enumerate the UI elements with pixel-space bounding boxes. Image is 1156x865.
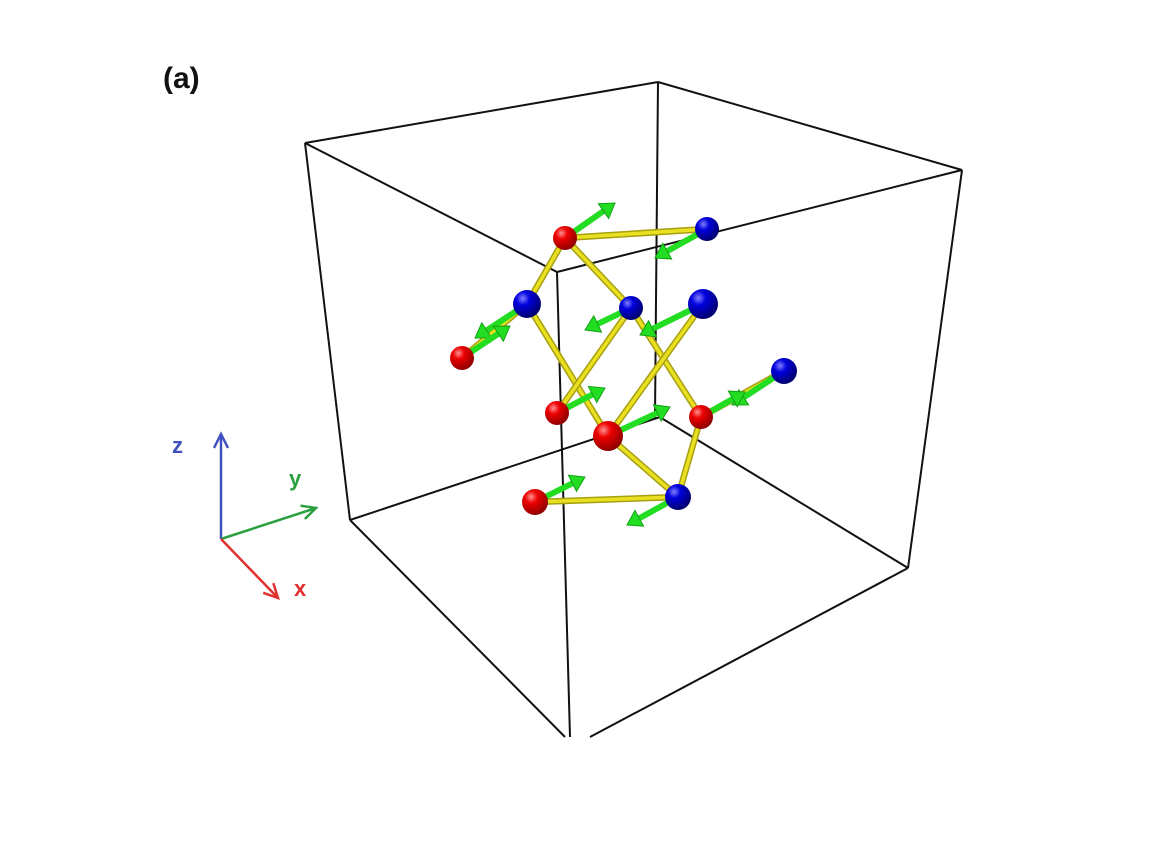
bond-highlight — [525, 302, 610, 438]
atom-red — [689, 405, 713, 429]
cell-edge — [304, 142, 558, 273]
atom-red — [593, 421, 623, 451]
atom-red — [522, 489, 548, 515]
atoms — [450, 217, 797, 515]
bond-highlight — [555, 306, 633, 415]
spin-arrows — [460, 202, 786, 527]
atom-blue — [695, 217, 719, 241]
spin-arrow-head — [639, 319, 658, 338]
spin-arrow-head — [567, 474, 586, 493]
spin-arrow-head — [654, 242, 673, 260]
bond-highlight — [676, 415, 703, 499]
bond-highlight — [563, 236, 633, 310]
spin-arrow-head — [584, 314, 603, 333]
spin-arrow-head — [492, 325, 511, 343]
spin-arrow-head — [626, 509, 645, 527]
cell-edge — [654, 299, 657, 419]
bond-highlight — [606, 302, 705, 438]
cell-edge — [907, 169, 963, 569]
axis-label-y: y — [289, 466, 302, 491]
axis-y-arrow-head — [300, 504, 319, 520]
cell-edge — [662, 418, 909, 569]
axis-triad: z y x — [172, 431, 319, 601]
axis-y-arrow — [220, 506, 317, 541]
bond-highlight — [629, 306, 703, 419]
cell-edge — [556, 169, 963, 273]
atom-blue — [619, 296, 643, 320]
bond-highlight — [533, 495, 680, 504]
atom-red — [450, 346, 474, 370]
cell-edge — [349, 519, 566, 738]
axis-x-arrow-head — [262, 582, 280, 601]
atom-blue — [665, 484, 691, 510]
bonds — [458, 225, 788, 506]
spin-arrow-head — [474, 321, 493, 339]
unit-cell — [304, 81, 963, 738]
spin-arrow-head — [587, 385, 606, 404]
spin-arrow-head — [597, 202, 616, 220]
axis-label-x: x — [294, 576, 307, 601]
bond-highlight — [606, 434, 680, 499]
atom-blue — [513, 290, 541, 318]
atom-red — [553, 226, 577, 250]
panel-label: (a) — [163, 62, 200, 95]
atom-red — [545, 401, 569, 425]
spin-arrow-head — [727, 390, 746, 408]
cell-edge — [589, 567, 909, 738]
cell-edge — [304, 142, 351, 521]
cell-edge — [556, 271, 571, 738]
cell-edge — [304, 81, 659, 144]
atom-blue — [688, 289, 718, 319]
axis-label-z: z — [172, 433, 183, 458]
bond-highlight — [563, 227, 709, 240]
axis-x-arrow — [220, 538, 279, 599]
axis-z-arrow-head — [212, 431, 230, 449]
atom-blue — [771, 358, 797, 384]
cell-edge — [657, 81, 963, 171]
cell-edge — [655, 81, 659, 301]
spin-arrow-head — [652, 404, 671, 423]
